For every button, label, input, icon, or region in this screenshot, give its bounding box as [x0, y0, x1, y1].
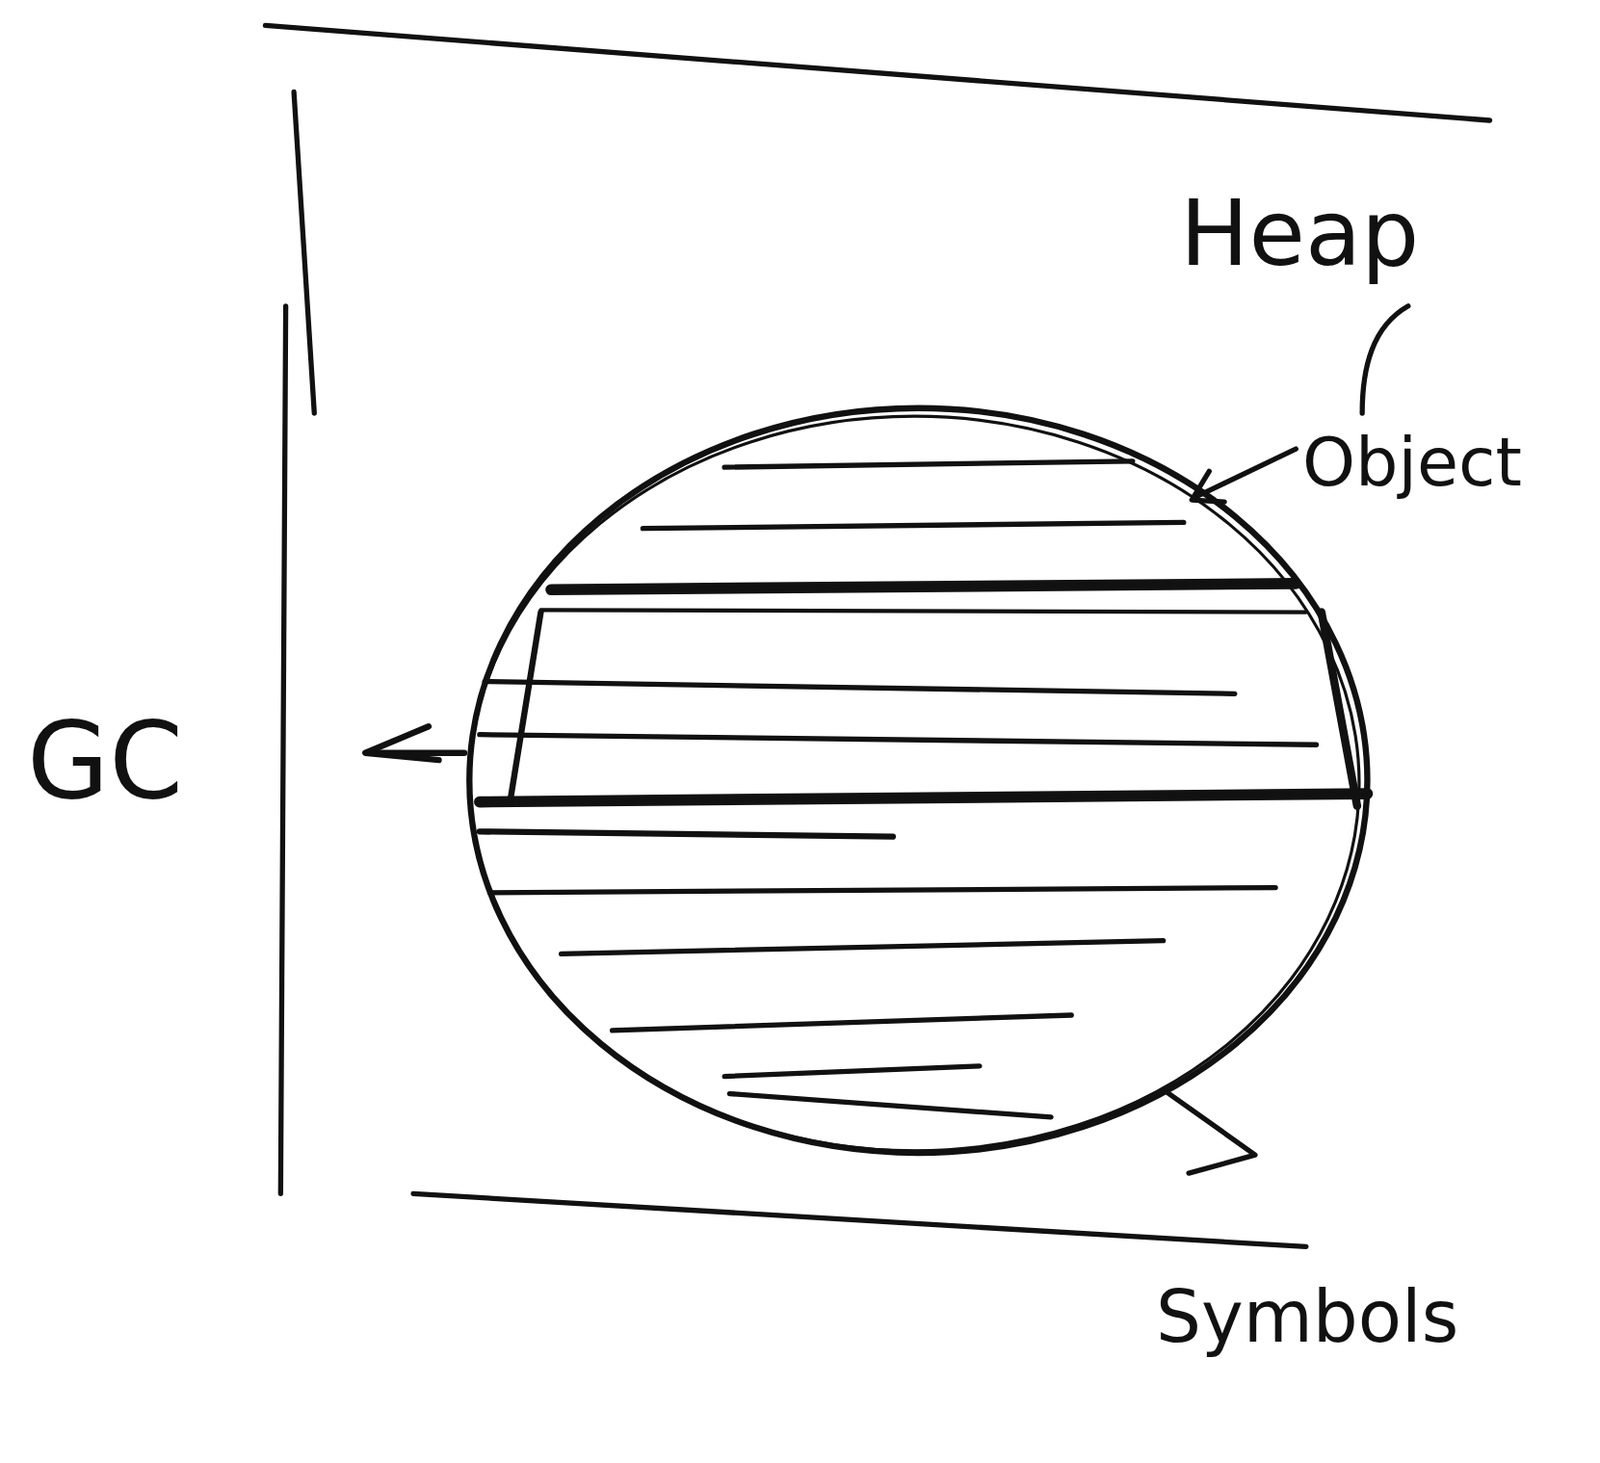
frame-line [264, 25, 1490, 121]
object-label: Object [1302, 428, 1522, 497]
leader-line [1163, 1089, 1256, 1174]
arrow-head [365, 726, 439, 761]
heap-label: Heap [1180, 187, 1419, 280]
symbols-label: Symbols [1155, 1281, 1459, 1353]
frame-line [413, 1193, 1307, 1247]
leader-line [1362, 306, 1409, 414]
object-stripes [479, 461, 1368, 1118]
frame-line [280, 306, 286, 1195]
object-circle [469, 416, 1360, 1152]
arrow-head [1191, 471, 1225, 502]
frame-line [293, 91, 315, 414]
object-circle [469, 408, 1367, 1154]
gc-label: GC [26, 708, 184, 814]
